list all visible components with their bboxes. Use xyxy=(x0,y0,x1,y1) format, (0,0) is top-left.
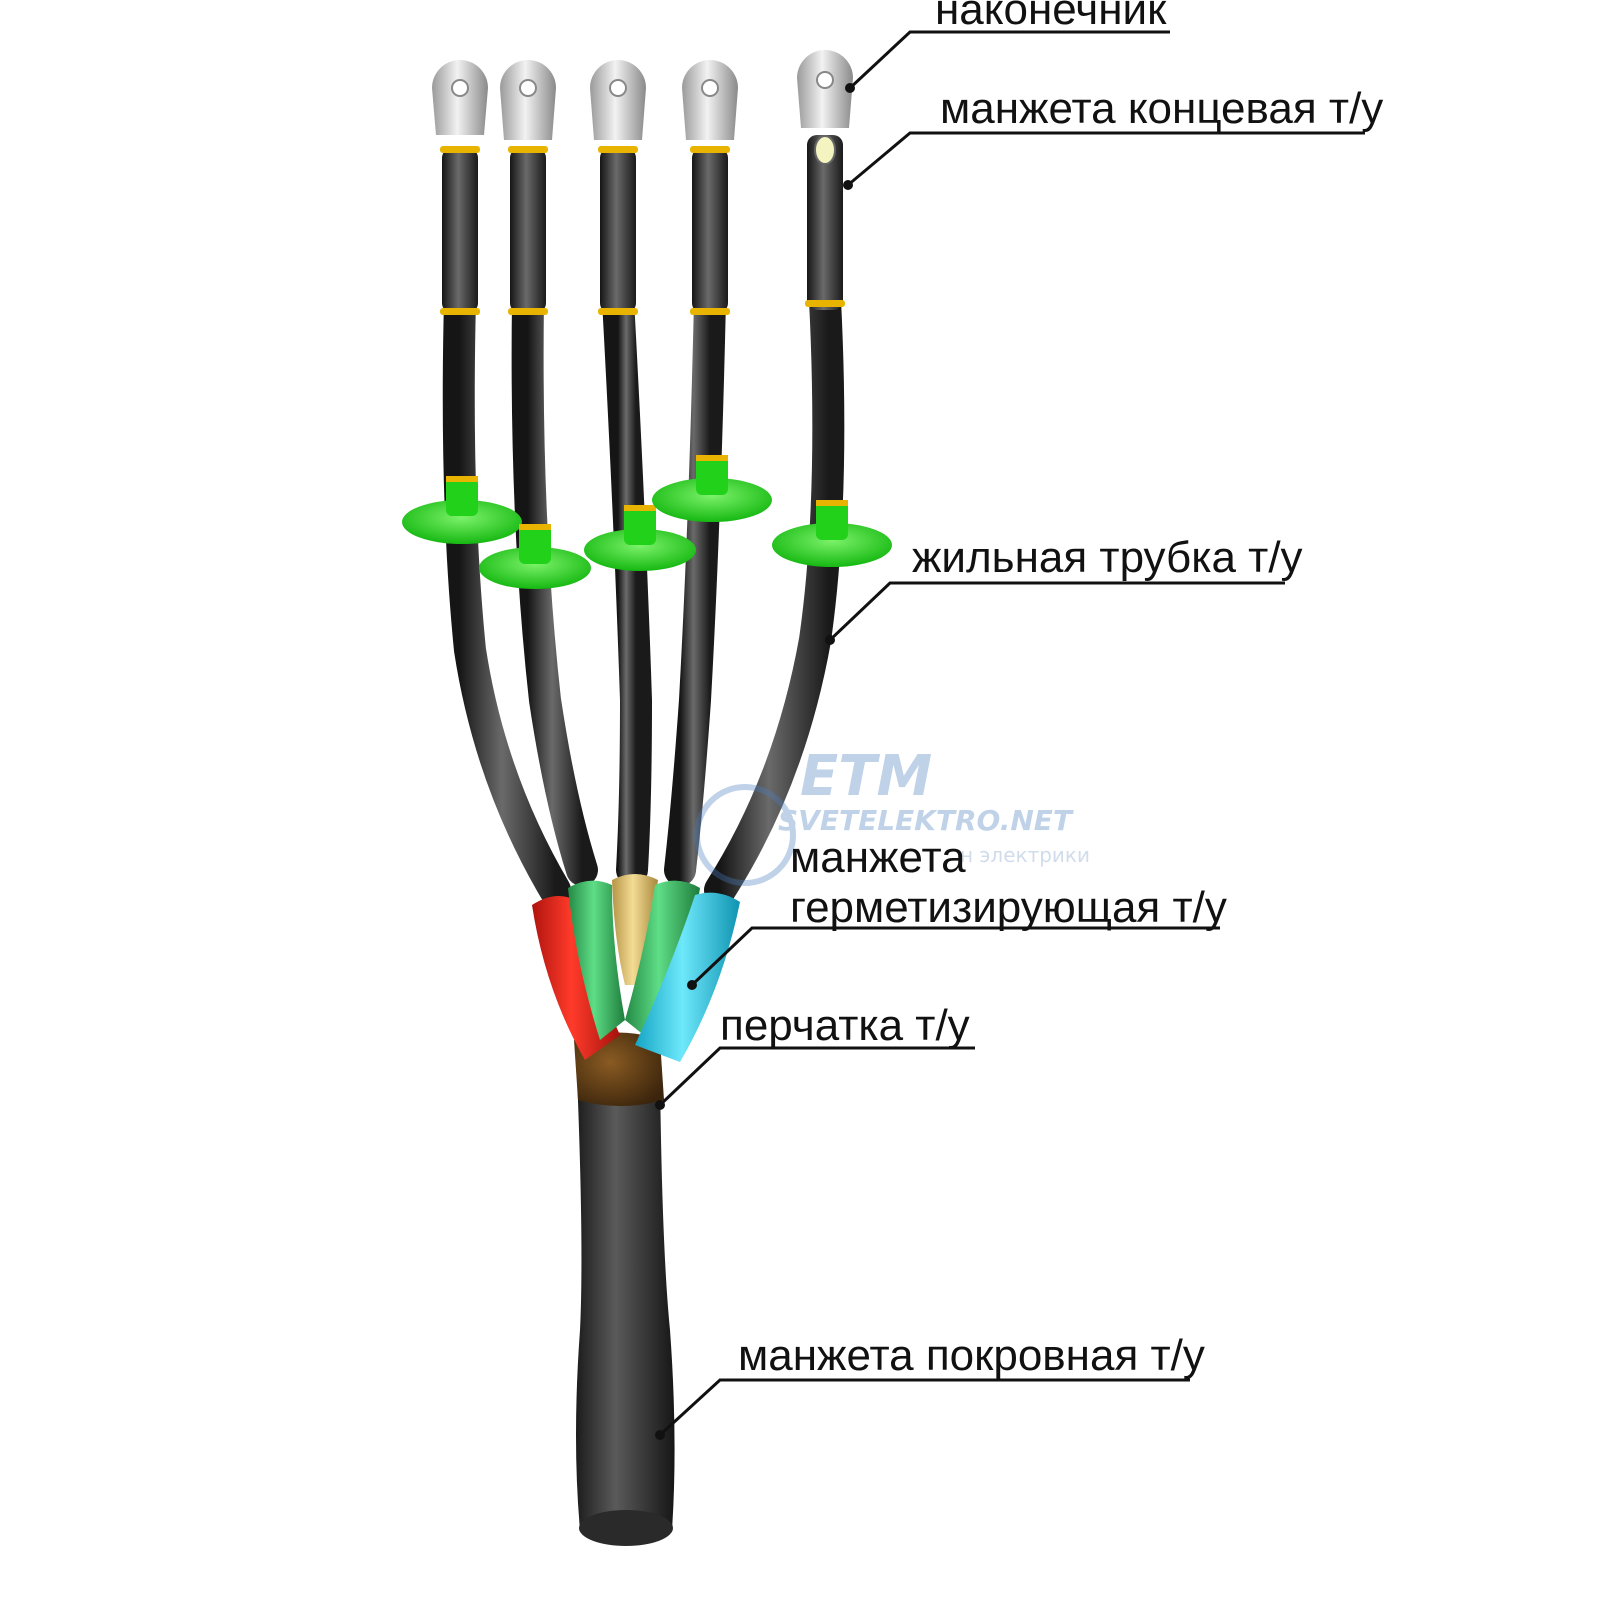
label-glove: перчатка т/у xyxy=(720,1001,970,1050)
end-cuffs xyxy=(442,135,843,313)
lugs xyxy=(432,50,853,165)
label-sealing-cuff-line2: герметизирующая т/у xyxy=(790,883,1227,932)
cuff-blue xyxy=(635,892,740,1062)
insulator-skirts xyxy=(402,455,892,589)
leader-core-tube xyxy=(828,581,1285,642)
core-wire-2 xyxy=(511,284,598,886)
watermark-tagline: н электрики xyxy=(960,843,1090,867)
labels: наконечник манжета концевая т/у жильная … xyxy=(720,0,1383,1380)
skirt-1 xyxy=(402,476,522,544)
watermark: ETM SVETELEKTRO.NET н электрики xyxy=(694,744,1090,886)
core-wires xyxy=(442,284,845,906)
lug-3 xyxy=(590,60,646,140)
leader-glove xyxy=(658,1046,975,1107)
cuff-green-right xyxy=(625,880,700,1040)
lug-5 xyxy=(797,50,853,165)
leader-end-cuff xyxy=(847,131,1365,187)
lug-1 xyxy=(432,60,488,135)
core-wire-4 xyxy=(664,284,726,886)
skirt-3 xyxy=(584,505,696,571)
leader-cover-cuff xyxy=(658,1378,1190,1437)
cuff-yellow xyxy=(612,874,658,985)
label-cover-cuff: манжета покровная т/у xyxy=(738,1331,1205,1380)
leader-lines xyxy=(658,30,1365,1437)
lug-4 xyxy=(682,60,738,140)
skirt-4 xyxy=(652,455,772,522)
core-wire-3 xyxy=(602,284,653,886)
lug-2 xyxy=(500,60,556,140)
skirt-2 xyxy=(479,524,591,589)
cuff-green-left xyxy=(568,880,625,1040)
sealant-bands xyxy=(440,146,845,315)
sealing-cuffs xyxy=(532,874,740,1062)
label-sealing-cuff-line1: манжета xyxy=(790,833,966,882)
watermark-logo: ETM xyxy=(800,744,932,809)
watermark-logo-icon xyxy=(694,784,796,886)
label-lug: наконечник xyxy=(935,0,1167,34)
leader-lug xyxy=(848,30,1170,90)
main-cable-cover-cuff xyxy=(576,1075,675,1546)
core-wire-1 xyxy=(442,284,571,906)
watermark-site: SVETELEKTRO.NET xyxy=(778,804,1074,837)
leader-sealing-cuff xyxy=(690,926,1220,987)
label-core-tube: жильная трубка т/у xyxy=(912,533,1303,582)
label-end-cuff: манжета концевая т/у xyxy=(940,84,1383,133)
skirt-5 xyxy=(772,500,892,567)
leader-dots xyxy=(655,83,855,1440)
core-wire-5 xyxy=(704,284,845,906)
